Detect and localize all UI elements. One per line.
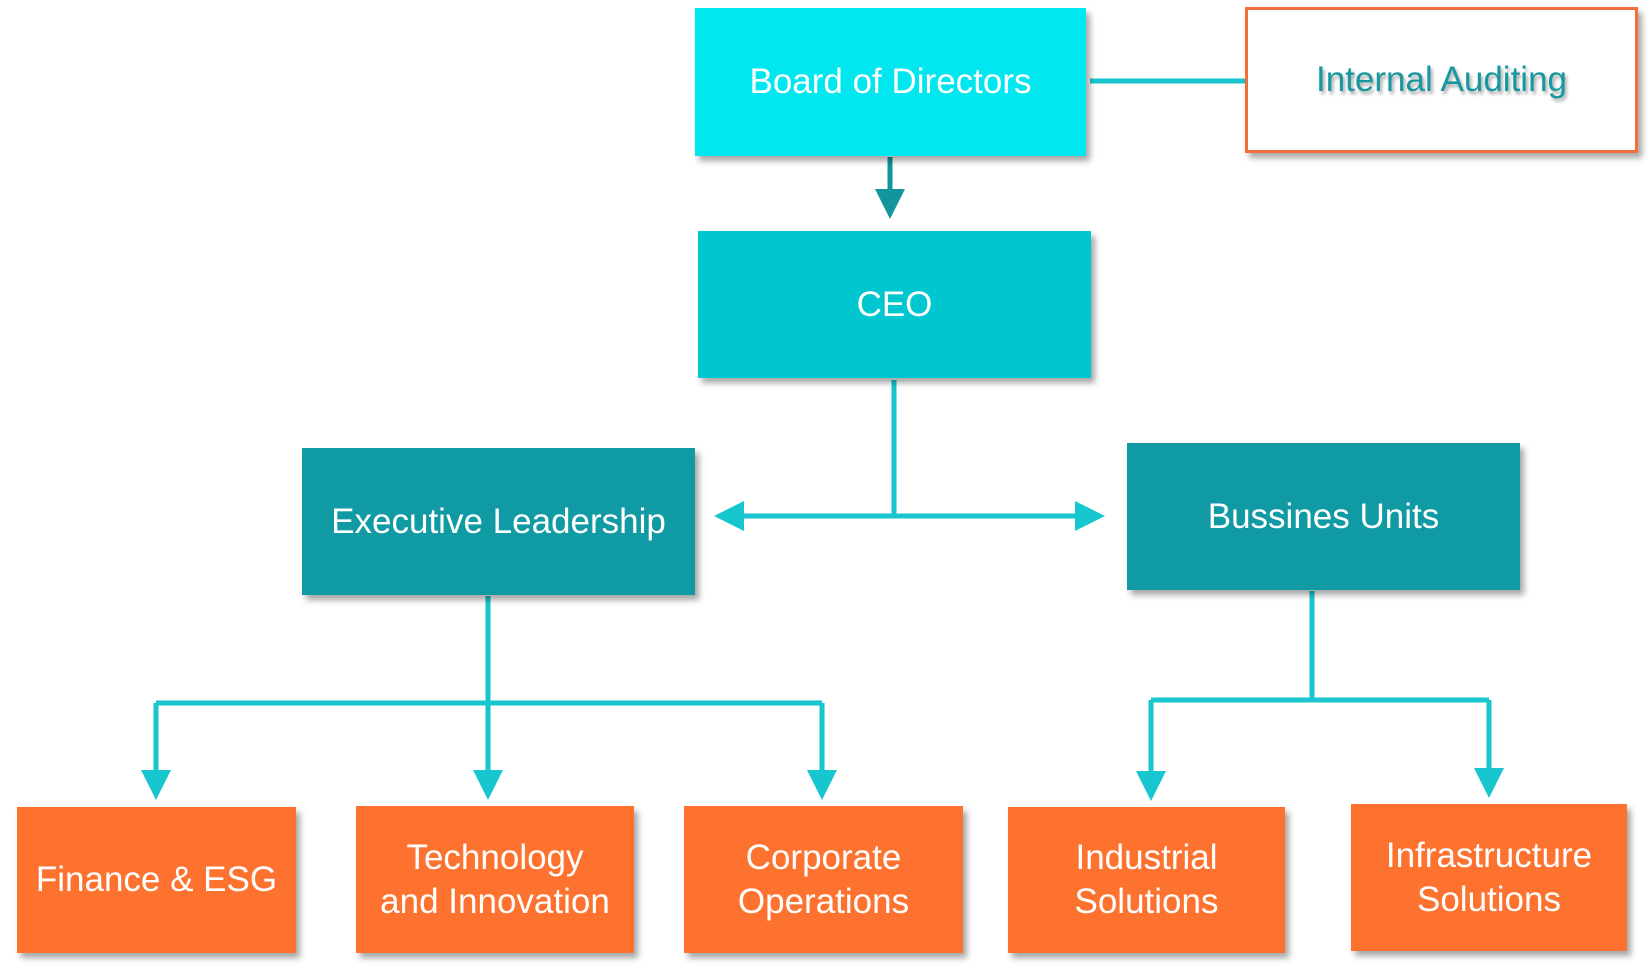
- corporate-operations-label: Corporate Operations: [737, 837, 910, 921]
- technology-innovation-node: Technology and Innovation: [356, 806, 634, 953]
- internal-auditing-node: Internal Auditing: [1245, 7, 1638, 153]
- business-units-label: Bussines Units: [1207, 496, 1440, 536]
- infrastructure-solutions-label: Infrastructure Solutions: [1385, 835, 1593, 919]
- corporate-operations-node: Corporate Operations: [684, 806, 963, 953]
- finance-esg-label: Finance & ESG: [35, 860, 278, 900]
- board-of-directors-label: Board of Directors: [749, 62, 1032, 102]
- business-units-node: Bussines Units: [1127, 443, 1520, 590]
- industrial-solutions-node: Industrial Solutions: [1008, 807, 1285, 953]
- ceo-node: CEO: [698, 231, 1091, 378]
- board-of-directors-node: Board of Directors: [695, 8, 1086, 156]
- executive-leadership-label: Executive Leadership: [331, 501, 666, 541]
- technology-innovation-label: Technology and Innovation: [380, 837, 610, 921]
- finance-esg-node: Finance & ESG: [17, 807, 296, 953]
- industrial-solutions-label: Industrial Solutions: [1074, 838, 1219, 921]
- internal-auditing-label: Internal Auditing: [1315, 60, 1567, 100]
- ceo-label: CEO: [856, 284, 933, 324]
- executive-leadership-node: Executive Leadership: [302, 448, 695, 595]
- infrastructure-solutions-node: Infrastructure Solutions: [1351, 804, 1627, 951]
